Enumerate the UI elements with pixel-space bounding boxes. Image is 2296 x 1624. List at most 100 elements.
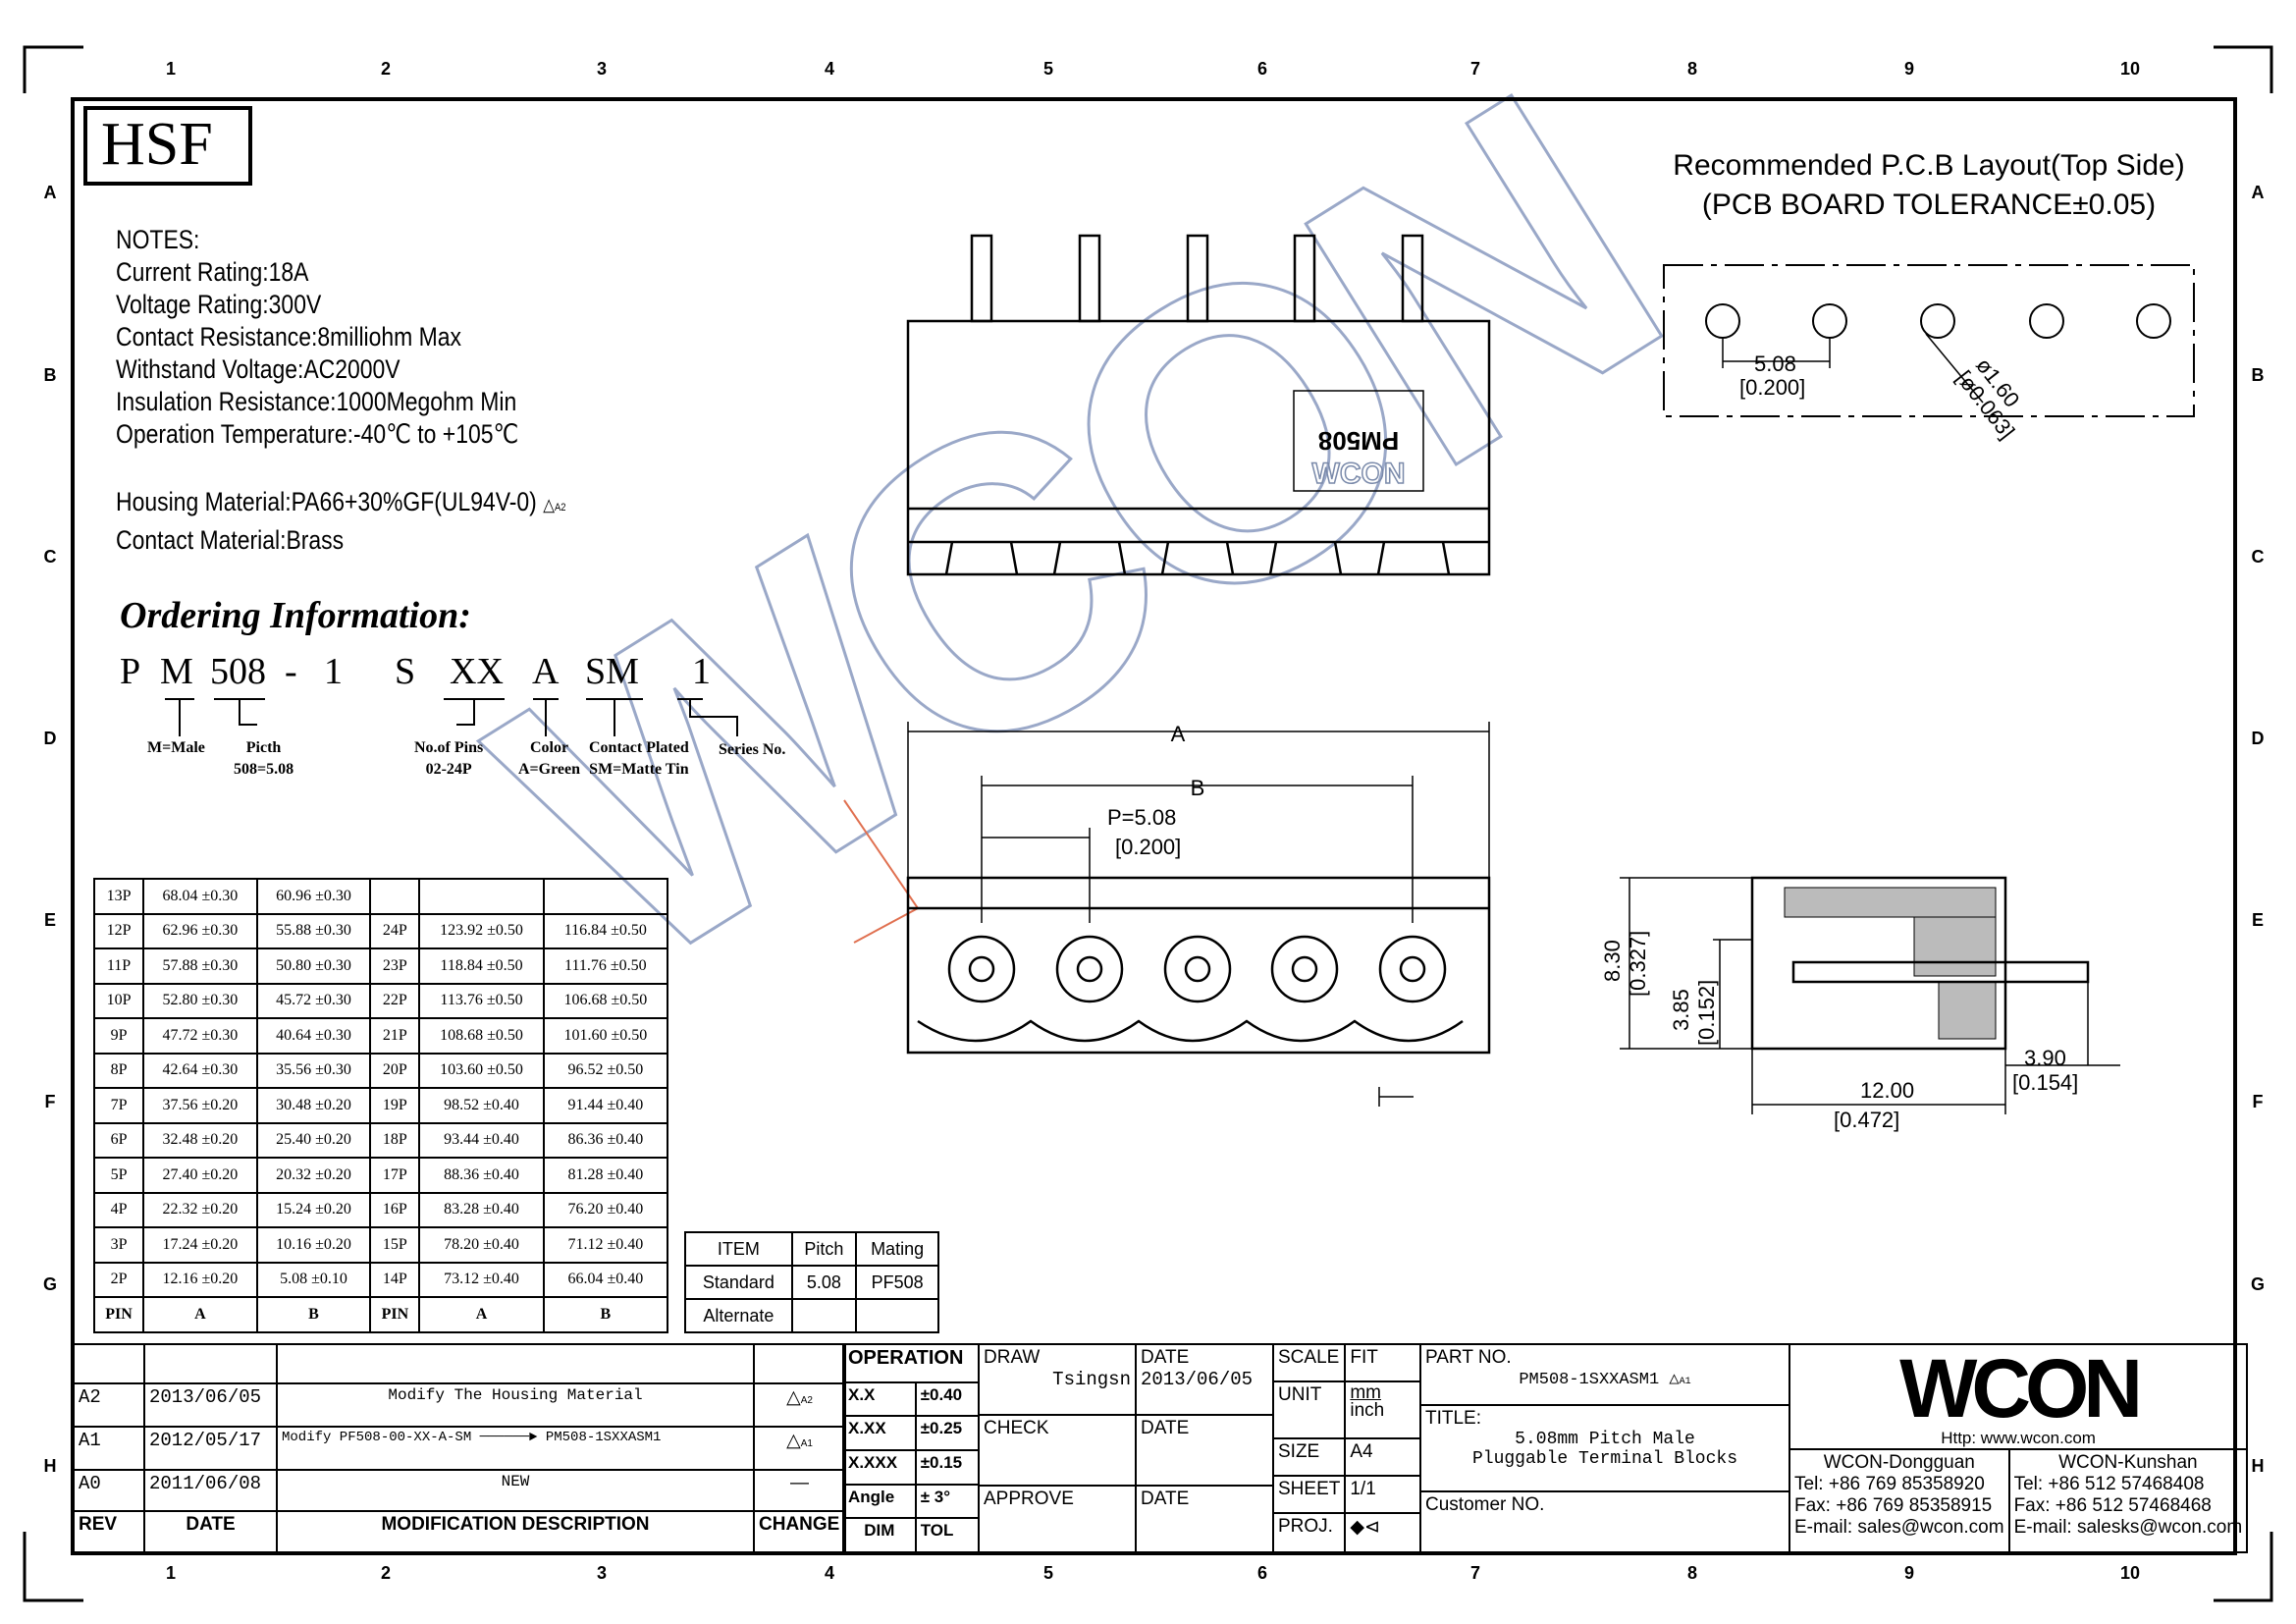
table-cell: 3P bbox=[92, 1226, 145, 1264]
table-cell: 113.76 ±0.50 bbox=[418, 982, 545, 1019]
table-cell: 42.64 ±0.30 bbox=[142, 1052, 258, 1089]
notes: NOTES: Current Rating:18A Voltage Rating… bbox=[116, 224, 565, 557]
code-part: XX bbox=[450, 651, 504, 692]
grid-row-label: B bbox=[2251, 365, 2265, 385]
table-cell: 108.68 ±0.50 bbox=[418, 1017, 545, 1055]
table-cell: 103.60 ±0.50 bbox=[418, 1052, 545, 1089]
side-dim-h1: 8.30 bbox=[1600, 940, 1625, 982]
grid-row-label: B bbox=[43, 365, 57, 385]
grid-column-label: 1 bbox=[165, 1563, 177, 1583]
dim-pitch-inch: [0.200] bbox=[1115, 835, 1181, 859]
table-cell: PF508 bbox=[855, 1265, 939, 1300]
table-cell: 111.76 ±0.50 bbox=[542, 947, 669, 985]
table-cell: 2P bbox=[92, 1261, 145, 1298]
table-header: PIN bbox=[369, 1296, 421, 1333]
table-cell: 96.52 ±0.50 bbox=[542, 1052, 669, 1089]
table-cell: 101.60 ±0.50 bbox=[542, 1017, 669, 1055]
table-cell: 81.28 ±0.40 bbox=[542, 1157, 669, 1194]
table-cell: 8P bbox=[92, 1052, 145, 1089]
code-part: 1 bbox=[692, 651, 711, 692]
code-label: Series No. bbox=[719, 741, 786, 758]
grid-column-label: 6 bbox=[1256, 59, 1268, 79]
table-cell: 15P bbox=[369, 1226, 421, 1264]
grid-column-label: 10 bbox=[2119, 1563, 2141, 1583]
table-cell: 19P bbox=[369, 1087, 421, 1124]
pcb-layout bbox=[1663, 264, 2195, 417]
ordering-title: Ordering Information: bbox=[120, 595, 471, 636]
table-header: PIN bbox=[92, 1296, 145, 1333]
note-line: Housing Material:PA66+30%GF(UL94V-0) bbox=[116, 487, 537, 516]
code-part: 508 bbox=[210, 651, 266, 692]
table-cell: Standard bbox=[684, 1265, 793, 1300]
grid-column-label: 4 bbox=[824, 1563, 835, 1583]
code-part: P bbox=[120, 651, 141, 692]
table-cell: 24P bbox=[369, 912, 421, 949]
table-cell: 52.80 ±0.30 bbox=[142, 982, 258, 1019]
grid-row-label: G bbox=[2250, 1274, 2266, 1294]
table-cell: 106.68 ±0.50 bbox=[542, 982, 669, 1019]
grid-column-label: 6 bbox=[1256, 1563, 1268, 1583]
grid-column-label: 9 bbox=[1903, 1563, 1915, 1583]
note-line: Contact Resistance:8milliohm Max bbox=[116, 322, 462, 352]
pcb-title: Recommended P.C.B Layout(Top Side) bbox=[1673, 149, 2184, 182]
table-cell: 5.08 ±0.10 bbox=[255, 1261, 372, 1298]
code-part: M bbox=[160, 651, 193, 692]
grid-column-label: 7 bbox=[1469, 1563, 1481, 1583]
top-view bbox=[906, 234, 1491, 576]
side-dim-h1-inch: [0.327] bbox=[1626, 931, 1650, 997]
table-cell: 93.44 ±0.40 bbox=[418, 1121, 545, 1159]
table-cell: 78.20 ±0.40 bbox=[418, 1226, 545, 1264]
table-cell: 35.56 ±0.30 bbox=[255, 1052, 372, 1089]
pcb-pitch-inch: [0.200] bbox=[1739, 375, 1805, 400]
corner-marks bbox=[23, 45, 2273, 1602]
table-cell: 116.84 ±0.50 bbox=[542, 912, 669, 949]
table-cell: 17P bbox=[369, 1157, 421, 1194]
table-cell: 45.72 ±0.30 bbox=[255, 982, 372, 1019]
drawing-border bbox=[71, 97, 2237, 1555]
table-cell: 83.28 ±0.40 bbox=[418, 1191, 545, 1228]
revision-triangle-icon: △A2 bbox=[543, 495, 566, 514]
table-cell: 55.88 ±0.30 bbox=[255, 912, 372, 949]
table-cell: 68.04 ±0.30 bbox=[142, 878, 258, 915]
code-label: M=Male bbox=[147, 739, 205, 756]
grid-column-label: 3 bbox=[596, 1563, 608, 1583]
table-row: Alternate bbox=[684, 1298, 939, 1333]
table-cell: 118.84 ±0.50 bbox=[418, 947, 545, 985]
table-cell bbox=[855, 1298, 939, 1333]
table-cell: 12.16 ±0.20 bbox=[142, 1261, 258, 1298]
table-cell: 15.24 ±0.20 bbox=[255, 1191, 372, 1228]
table-header: B bbox=[542, 1296, 669, 1333]
table-cell: 4P bbox=[92, 1191, 145, 1228]
revision-triangle-icon: △A2 bbox=[753, 1382, 846, 1428]
note-line: Voltage Rating:300V bbox=[116, 290, 322, 319]
grid-column-label: 1 bbox=[165, 59, 177, 79]
side-dim-w-inch: [0.472] bbox=[1834, 1108, 1899, 1132]
grid-row-label: G bbox=[42, 1274, 58, 1294]
note-line: Operation Temperature:-40℃ to +105℃ bbox=[116, 419, 519, 449]
table-cell: 11P bbox=[92, 947, 145, 985]
table-cell: ITEM bbox=[684, 1231, 793, 1267]
table-cell bbox=[542, 878, 669, 915]
table-cell: 62.96 ±0.30 bbox=[142, 912, 258, 949]
grid-row-label: D bbox=[2251, 729, 2265, 748]
table-header: B bbox=[255, 1296, 372, 1333]
table-cell: Mating bbox=[855, 1231, 939, 1267]
grid-row-label: A bbox=[2251, 183, 2265, 202]
grid-row-label: C bbox=[43, 547, 57, 567]
table-cell: 30.48 ±0.20 bbox=[255, 1087, 372, 1124]
pcb-tolerance: (PCB BOARD TOLERANCE±0.05) bbox=[1702, 189, 2156, 221]
code-part: 1 bbox=[324, 651, 343, 692]
table-cell: 18P bbox=[369, 1121, 421, 1159]
revision-triangle-icon: △A1 bbox=[1669, 1371, 1691, 1389]
